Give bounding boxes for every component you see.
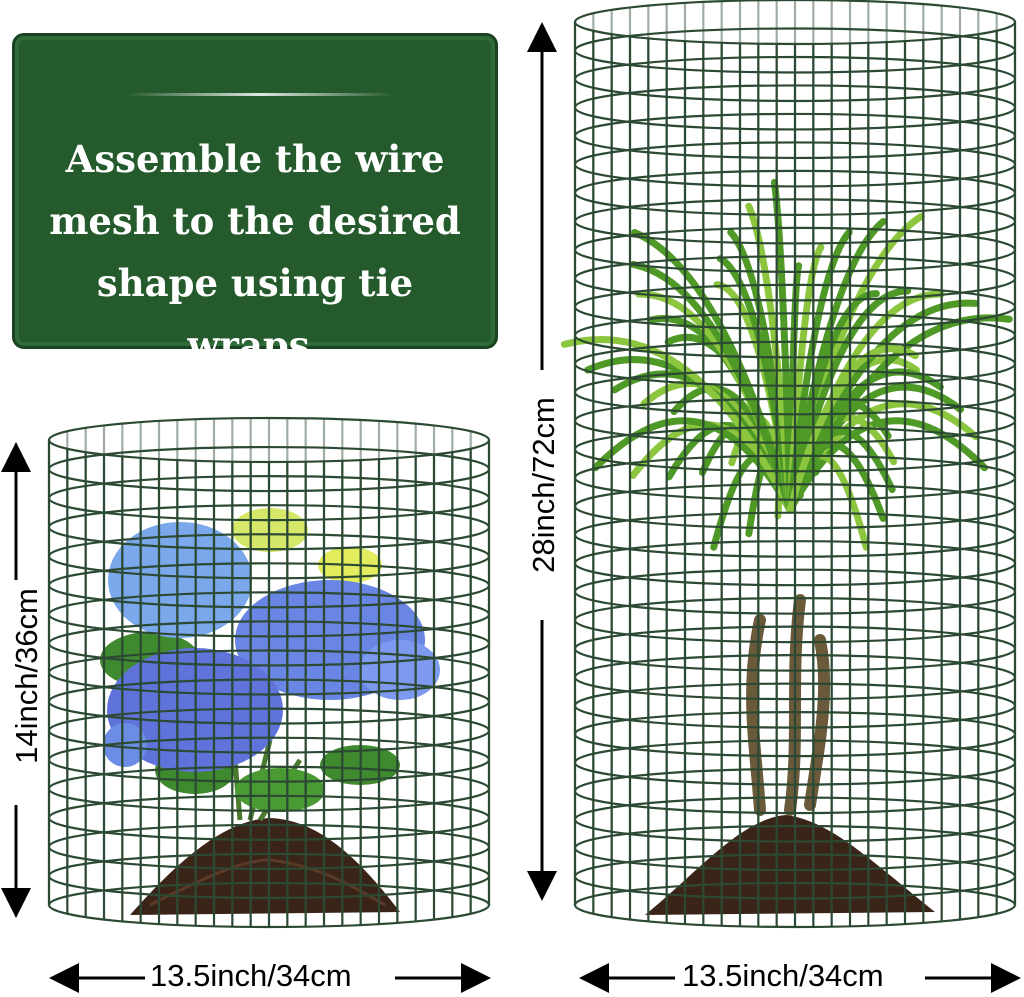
right-wire-cage [573,0,1017,929]
right-width-label: 13.5inch/34cm [682,958,884,993]
sign-highlight-line [125,93,395,96]
sign-line-1: Assemble the wire [65,137,445,181]
right-height-label: 28inch/72cm [526,397,561,573]
right-soil [645,815,935,915]
left-width-label: 13.5inch/34cm [150,958,352,993]
sign-text: Assemble the wire mesh to the desired sh… [25,128,485,376]
sign-line-3: shape using tie wraps. [96,261,414,367]
sign-line-2: mesh to the desired [49,199,461,243]
instruction-sign: Assemble the wire mesh to the desired sh… [12,33,498,367]
left-wire-cage [47,416,491,929]
left-height-label: 14inch/36cm [9,588,44,764]
